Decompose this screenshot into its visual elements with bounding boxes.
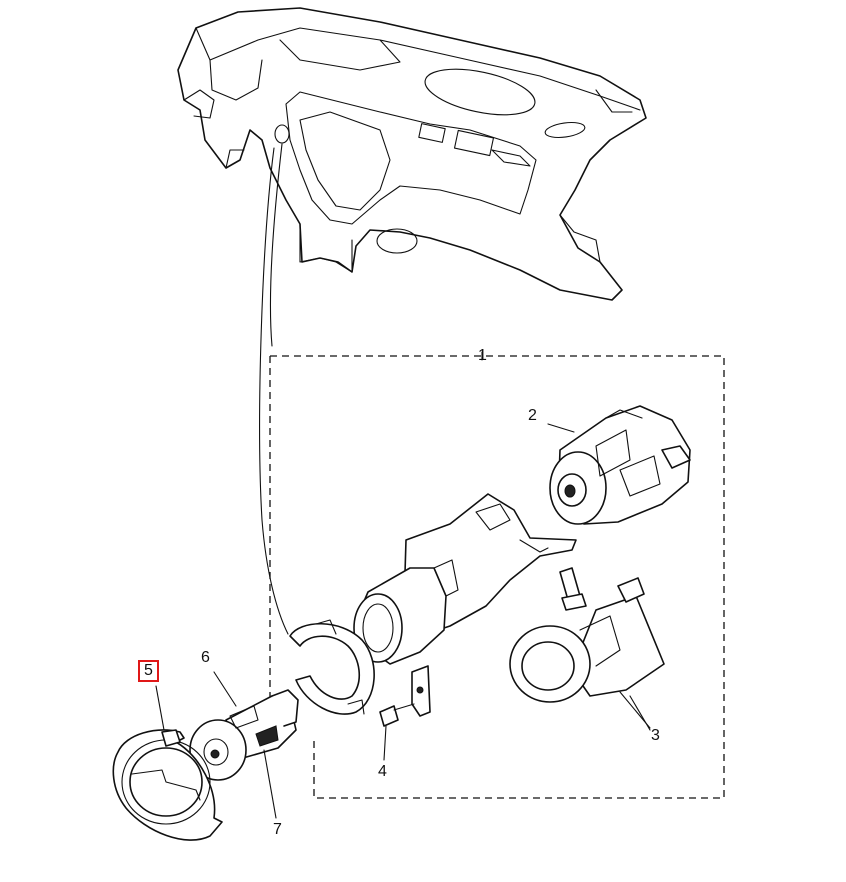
- assembly-boundary: [269, 355, 725, 799]
- leader-line-dashboard-2: [269, 143, 283, 347]
- callout-3-leader: [629, 695, 651, 731]
- callout-3: 3: [651, 727, 660, 744]
- callout-4: 4: [378, 763, 387, 780]
- retaining-ring: [289, 619, 375, 715]
- callout-2: 2: [528, 407, 537, 424]
- dashboard-assembly: [177, 7, 647, 301]
- leader-line-dashboard: [259, 147, 289, 635]
- steering-lock-housing: [353, 493, 577, 717]
- switch-housing-bracket: [509, 577, 665, 729]
- callout-5-highlighted: 5: [138, 660, 159, 682]
- hex-bolt: [559, 567, 587, 611]
- callout-6: 6: [201, 649, 210, 666]
- callout-7: 7: [273, 821, 282, 838]
- lock-cylinder: [189, 671, 299, 819]
- screw: [379, 703, 415, 761]
- ignition-switch: [547, 405, 691, 525]
- callout-1: 1: [478, 347, 487, 364]
- ignition-bezel: [112, 685, 223, 841]
